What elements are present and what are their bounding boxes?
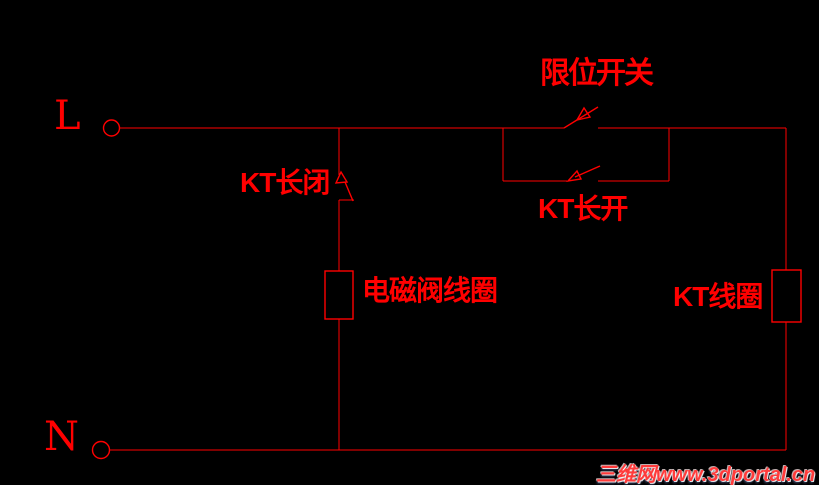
solenoid-valve-coil-symbol [324, 270, 354, 320]
limit-switch-label: 限位开关 [540, 57, 654, 90]
terminal-n-circle [91, 440, 111, 460]
solenoid-valve-coil-label: 电磁阀线圈 [362, 275, 498, 306]
kt-normally-closed-label: KT长闭 [240, 167, 330, 198]
site-watermark: 三维网www.3dportal.cn [596, 464, 816, 485]
kt-coil-symbol [771, 269, 802, 323]
kt-normally-closed-contact-symbol [334, 170, 354, 202]
terminal-n-label: N [44, 414, 79, 460]
terminal-l-circle [102, 119, 121, 137]
bypass-branch-wires [502, 128, 670, 182]
kt-normally-open-label: KT长开 [538, 193, 628, 224]
solenoid-branch-wire [338, 128, 354, 450]
kt-coil-label: KT线圈 [673, 281, 763, 312]
kt-normally-open-contact-symbol [566, 165, 601, 182]
terminal-l-label: L [54, 93, 81, 139]
limit-switch-symbol [563, 106, 599, 129]
